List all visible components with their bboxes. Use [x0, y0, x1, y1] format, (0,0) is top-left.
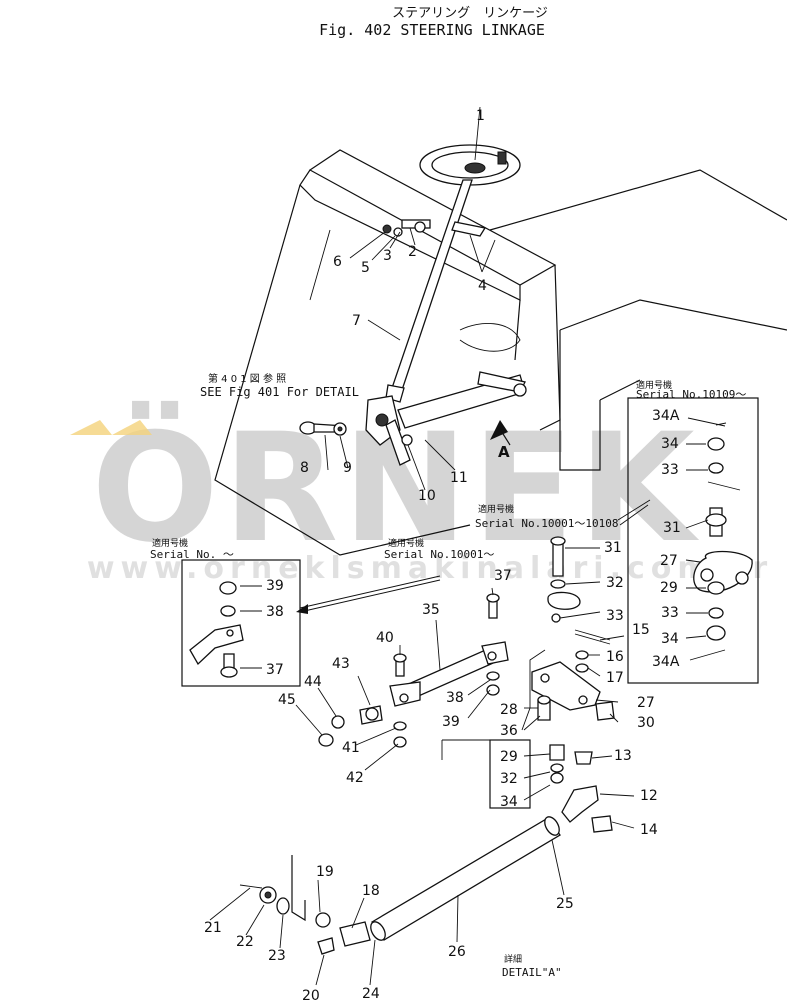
see-fig-note: SEE Fig 401 For DETAIL	[200, 385, 359, 399]
leader-lines-top	[324, 106, 496, 491]
part-label-45: 45	[278, 692, 296, 708]
part-label-20: 20	[302, 988, 320, 1001]
part-label-10: 10	[418, 488, 436, 504]
steering-column	[385, 179, 487, 403]
watermark-accent-icon	[70, 420, 152, 435]
center-fasteners	[318, 593, 500, 748]
part-label-25: 25	[556, 896, 574, 912]
part-label-8: 8	[300, 460, 309, 476]
part-label-26: 26	[448, 944, 466, 960]
view-a-arrow-icon	[490, 420, 508, 440]
part-label-29: 29	[500, 749, 518, 765]
crank-leaders	[523, 547, 635, 829]
part-label-31: 31	[604, 540, 622, 556]
title-japanese: ステアリング リンケージ	[392, 6, 548, 21]
serial-left-detail-box	[181, 559, 301, 687]
part-label-34a-b: 34A	[652, 654, 680, 670]
part-label-34a: 34A	[652, 408, 680, 424]
part-label-37: 37	[494, 568, 512, 584]
watermark-url: www.orneklsmakinalari.com.tr	[87, 551, 773, 586]
part-label-18: 18	[362, 883, 380, 899]
part-label-38: 38	[446, 690, 464, 706]
part-label-11: 11	[450, 470, 468, 486]
steering-wheel	[419, 144, 521, 186]
part-label-19: 19	[316, 864, 334, 880]
long-arrow	[299, 575, 441, 613]
part-label-31b: 31	[663, 520, 681, 536]
serial-10001-10108-jp: 適用号機	[478, 503, 514, 515]
serial-left-note: Serial No. ～	[150, 548, 234, 561]
bracket-parts-top	[382, 219, 431, 237]
callout-arrow-icon	[617, 499, 651, 526]
see-fig-note-jp: 第 4 0 1 図 参 照	[208, 372, 286, 385]
part-label-12: 12	[640, 788, 658, 804]
lower-crank-stack	[489, 649, 593, 809]
part-label-39: 39	[442, 714, 460, 730]
serial-left-jp: 適用号機	[152, 537, 188, 549]
part-label-7: 7	[352, 313, 361, 329]
part-label-1: 1	[476, 108, 485, 124]
part-label-27: 27	[637, 695, 655, 711]
part-label-23: 23	[268, 948, 286, 964]
part-label-43: 43	[332, 656, 350, 672]
part-label-42: 42	[346, 770, 364, 786]
part-label-36: 36	[500, 723, 518, 739]
part-label-41: 41	[342, 740, 360, 756]
part-label-32b: 32	[500, 771, 518, 787]
washer-9	[333, 422, 347, 436]
part-label-9: 9	[343, 460, 352, 476]
steering-box	[365, 371, 527, 466]
serial-10109-detail-box	[627, 397, 759, 684]
part-label-33b: 33	[661, 605, 679, 621]
part-label-40: 40	[376, 630, 394, 646]
part-label-38b: 38	[266, 604, 284, 620]
arrow-head-icon	[296, 604, 308, 614]
part-label-37b: 37	[266, 662, 284, 678]
figure-title: Fig. 402 STEERING LINKAGE	[319, 21, 545, 39]
part-label-13: 13	[614, 748, 632, 764]
part-label-15: 15	[632, 622, 650, 638]
part-label-34: 34	[500, 794, 518, 810]
tie-rod-leaders	[209, 839, 565, 986]
part-label-17: 17	[606, 670, 624, 686]
serial-center-note: Serial No.10001～	[384, 548, 494, 561]
part-label-44: 44	[304, 674, 322, 690]
drag-link-35	[389, 641, 509, 707]
part-label-34b: 34	[661, 631, 679, 647]
part-label-33c: 33	[661, 462, 679, 478]
view-a-label: A	[498, 443, 510, 461]
part-label-6: 6	[333, 254, 342, 270]
serial-10109-note: Serial No.10109～	[636, 388, 746, 401]
part-label-24: 24	[362, 986, 380, 1001]
part-label-33: 33	[606, 608, 624, 624]
part-label-2: 2	[408, 244, 417, 260]
part-label-22: 22	[236, 934, 254, 950]
part-label-21: 21	[204, 920, 222, 936]
part-label-30: 30	[637, 715, 655, 731]
serial-10001-10108-note: Serial No.10001～10108	[475, 517, 618, 530]
part-label-27b: 27	[660, 553, 678, 569]
serial-10109-jp: 適用号機	[636, 379, 672, 391]
part-label-5: 5	[361, 260, 370, 276]
part-label-34c: 34	[661, 436, 679, 452]
detail-a-note: DETAIL"A"	[502, 966, 562, 979]
part-label-3: 3	[383, 248, 392, 264]
part-label-32: 32	[606, 575, 624, 591]
part-label-16: 16	[606, 649, 624, 665]
part-label-28: 28	[500, 702, 518, 718]
tie-rod-26	[315, 785, 613, 955]
part-label-14: 14	[640, 822, 658, 838]
detail-a-jp: 詳細	[504, 953, 522, 965]
part-label-35: 35	[422, 602, 440, 618]
serial-center-jp: 適用号機	[388, 537, 424, 549]
part-label-29b: 29	[660, 580, 678, 596]
part-label-4: 4	[478, 278, 487, 294]
tie-rod-fasteners	[239, 855, 306, 922]
part-label-39b: 39	[266, 578, 284, 594]
vehicle-body-outline	[214, 149, 787, 556]
